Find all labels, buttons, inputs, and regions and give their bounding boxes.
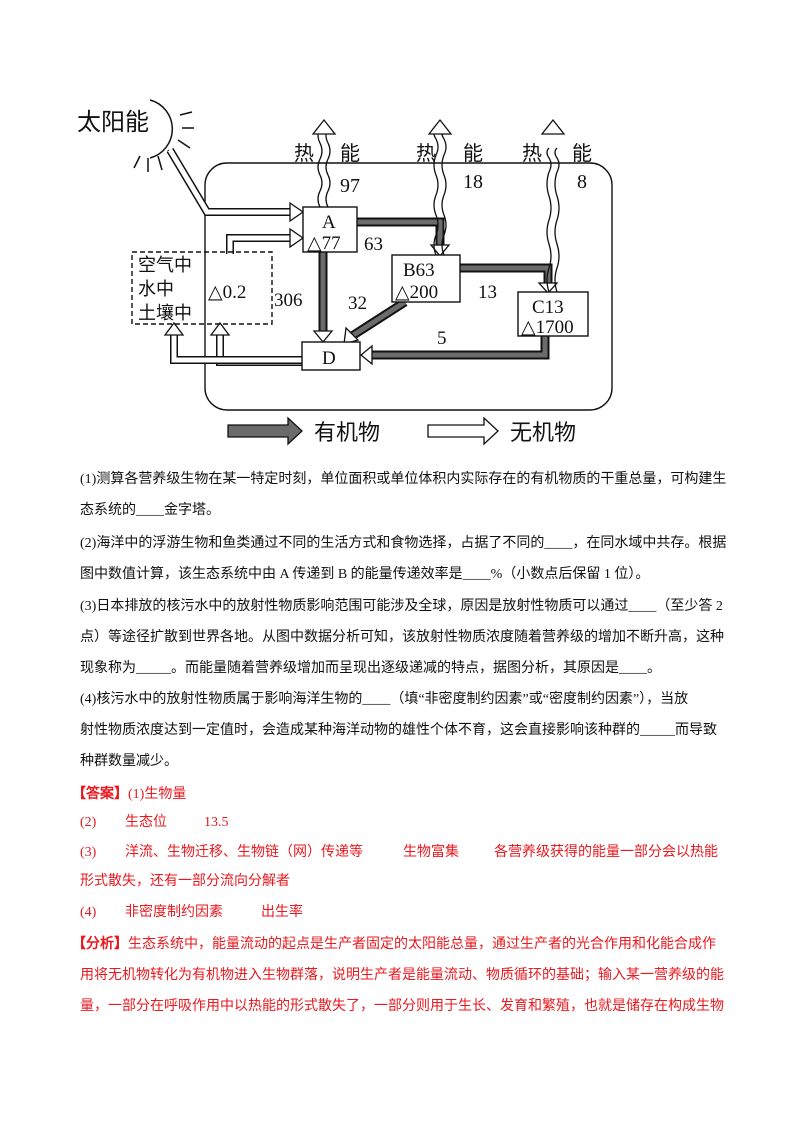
answer-3-cont: 形式散失，还有一部分流向分解者: [80, 874, 290, 889]
answer-4-num: (4): [80, 905, 97, 920]
arrowhead: [289, 201, 305, 223]
box-a: [302, 206, 358, 253]
question-line: (3)日本排放的核污水中的放射性物质影响范围可能涉及全球，原因是放射性物质可以通…: [80, 599, 723, 614]
organic-legend-label: 有机物: [314, 420, 380, 445]
box-d-name: D: [322, 348, 336, 369]
question-line: 图中数值计算，该生态系统中由 A 传递到 B 的能量传递效率是____%（小数点…: [80, 567, 650, 582]
box-c-name: C13: [532, 297, 564, 318]
sun-label: 太阳能: [77, 109, 149, 136]
abiotic-delta: △0.2: [208, 282, 246, 303]
box-b-name: B63: [403, 260, 435, 281]
flow-b-d: 32: [348, 293, 367, 314]
answer-label: 【答案】: [72, 787, 128, 802]
analysis-label: 【分析】: [72, 937, 128, 952]
organic-arrows: [318, 217, 553, 360]
abiotic-line: 空气中: [138, 255, 192, 275]
arrowhead: [359, 344, 373, 366]
heat-arrows: [311, 118, 566, 293]
abiotic-line: 土壤中: [138, 303, 192, 323]
energy-label: 能: [340, 142, 360, 165]
flow-a-d: 306: [274, 290, 303, 311]
analysis-line: 用将无机物转化为有机物进入生物群落，说明生产者是能量流动、物质循环的基础；输入某…: [80, 968, 724, 983]
answer-3-num: (3): [80, 845, 97, 860]
answer-2-part: 生态位: [125, 815, 167, 830]
answer-4-part: 非密度制约因素: [125, 905, 223, 920]
box-d: [301, 341, 361, 371]
energy-label: 能: [463, 142, 483, 165]
box-b: [391, 254, 461, 303]
arrowhead: [163, 321, 185, 336]
question-line: 点）等途径扩散到世界各地。从图中数据分析可知，该放射性物质浓度随着营养级的增加不…: [80, 630, 724, 645]
question-line: 射性物质浓度达到一定值时，会造成某种海洋动物的雄性个体不育，这会直接影响该种群的…: [80, 723, 717, 738]
answer-3-part: 各营养级获得的能量一部分会以热能: [494, 845, 718, 860]
analysis-line: 生态系统中，能量流动的起点是生产者固定的太阳能总量，通过生产者的光合作用和化能合…: [128, 937, 716, 952]
inorganic-legend-arrow: [427, 416, 499, 446]
arrowhead: [312, 330, 334, 344]
box-c-delta: △1700: [521, 317, 574, 338]
answer-1: (1)生物量: [128, 787, 187, 802]
answer-4-part: 出生率: [261, 905, 303, 920]
heat-value-c: 8: [577, 171, 587, 193]
answer-2-part: 13.5: [204, 815, 229, 830]
organic-legend-arrow: [227, 416, 303, 446]
flow-a-b: 63: [364, 234, 383, 255]
question-line: 种群数量减少。: [80, 754, 178, 769]
box-b-delta: △200: [395, 282, 438, 303]
arrowhead: [429, 244, 451, 258]
heat-label: 热: [416, 142, 436, 165]
legend: 有机物 无机物: [227, 416, 576, 446]
answer-3-part: 洋流、生物迁移、生物链（网）传递等: [125, 845, 363, 860]
question-line: 现象称为_____。而能量随着营养级增加而呈现出逐级递减的特点，据图分析，其原因…: [80, 661, 661, 676]
analysis-line: 量，一部分在呼吸作用中以热能的形式散失了，一部分则用于生长、发育和繁殖，也就是储…: [80, 999, 724, 1014]
energy-label: 能: [572, 142, 592, 165]
abiotic-box: [131, 251, 273, 325]
abiotic-line: 水中: [138, 279, 174, 299]
box-a-name: A: [322, 212, 336, 233]
heat-value-b: 18: [463, 171, 483, 193]
inorganic-arrows: [166, 147, 302, 366]
heat-label: 热: [294, 142, 314, 165]
question-line: (4)核污水中的放射性物质属于影响海洋生物的____（填“非密度制约因素”或“密…: [80, 692, 689, 707]
box-a-delta: △77: [307, 233, 341, 254]
flow-c-d: 5: [437, 328, 447, 349]
ecosystem-frame: [204, 162, 613, 411]
answer-3-part: 生物富集: [403, 845, 459, 860]
inorganic-legend-label: 无机物: [510, 420, 576, 445]
question-line: (2)海洋中的浮游生物和鱼类通过不同的生活方式和食物选择，占据了不同的____，…: [80, 536, 727, 551]
box-c: [517, 291, 589, 337]
answer-2-num: (2): [80, 815, 97, 830]
arrowhead: [289, 227, 305, 249]
heat-value-a: 97: [340, 175, 360, 197]
question-line: 态系统的____金字塔。: [80, 503, 220, 518]
heat-label: 热: [522, 142, 542, 165]
flow-b-c: 13: [478, 282, 497, 303]
energy-flow-diagram: 太阳能: [77, 99, 613, 446]
question-line: (1)测算各营养级生物在某一特定时刻，单位面积或单位体积内实际存在的有机物质的干…: [80, 472, 727, 487]
arrowhead: [209, 321, 231, 336]
